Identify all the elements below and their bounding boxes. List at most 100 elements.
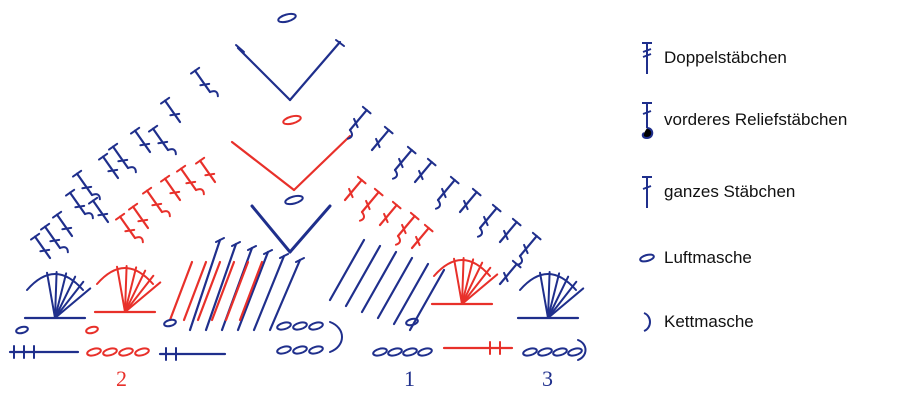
fan-blue-left-spoke-3 [54,275,77,319]
stitch-tick-49 [375,137,381,149]
stitch-tick-1 [199,82,211,87]
left-blue-stitch-4 [111,145,130,170]
v-red-right [292,134,352,192]
fan-blue-right-spoke-1 [547,271,551,319]
stitch-top-0 [189,66,201,75]
stitch-tick-59 [463,199,469,211]
stitch-top-32 [175,164,187,173]
stitch-tick-41 [137,218,149,223]
stitch-top-42 [114,212,126,221]
right-blue-stitch-2 [393,148,413,172]
left-long-top-2 [247,245,257,251]
left-red-long-0 [168,260,194,322]
chain-bottom-blue-right-3 [567,347,583,357]
stitch-tick-16 [81,185,93,190]
stitch-top-50 [406,145,417,155]
left-blue-stitch-9 [33,235,52,260]
stitch-top-48 [383,125,394,135]
stitch-top-53 [426,157,437,167]
right-blue-stitch-0 [348,108,368,132]
left-red-long-3 [210,260,236,322]
left-red-long-2 [196,260,222,322]
left-red-stitch-4 [131,205,150,230]
stitch-top-70 [356,175,367,185]
left-red-stitch-5 [118,215,137,240]
stitch-hook-44 [134,236,144,244]
stitch-tick-51 [398,157,404,169]
legend-label-doppelstaebchen: Doppelstäbchen [664,48,787,67]
stitch-top-68 [511,259,522,269]
chain-bottom-blue-mid-0 [372,347,388,357]
stitch-top-5 [147,124,159,133]
stitch-tick-54 [418,169,424,181]
stitch-hook-62 [476,227,483,238]
left-red-long-5 [238,260,264,322]
fan-red-right-spoke-1 [461,257,465,305]
fan-blue-left-spoke-0 [46,271,56,319]
fan-red-left-spoke-0 [116,265,126,313]
stitch-top-30 [194,156,206,165]
right-long-stitch-3 [376,256,414,320]
stitch-tick-4 [169,112,181,117]
stitch-top-20 [39,222,51,231]
chain-bottom-blue-mid-3 [417,347,433,357]
right-blue-stitch-6 [478,206,498,230]
stitch-top-35 [159,174,171,183]
chain-right-inner [405,317,419,327]
stitch-hook-17 [91,193,101,201]
fan-red-right-arc [433,259,491,277]
stitch-top-3 [159,96,171,105]
stitch-tick-66 [523,243,529,255]
left-red-long-1 [182,260,208,322]
crochet-chart [8,12,587,361]
right-red-stitch-0 [343,178,363,202]
stitch-tick-6 [157,140,169,145]
stitch-hook-7 [167,148,177,156]
chain-bottom-blue-mid-1 [387,347,403,357]
stitch-tick-26 [74,204,86,209]
v-blue-left [236,46,292,102]
stitch-top-28 [87,196,99,205]
stitch-tick-29 [97,212,109,217]
stitch-hook-27 [84,212,94,220]
stitch-tick-46 [353,117,359,129]
front-post-crochet-icon [641,102,654,140]
stitch-top-45 [361,105,372,115]
stitch-hook-74 [358,211,365,222]
v-blue-left-top [235,44,245,53]
stitch-tick-31 [204,172,216,177]
chain-top [277,12,297,24]
stitch-tick-81 [415,235,421,247]
right-blue-stitch-9 [498,262,518,286]
right-red-stitch-3 [396,214,416,238]
stitch-tick-11 [117,158,129,163]
left-long-top-4 [279,253,289,259]
v-blue-lower-left [250,204,292,254]
left-blue-stitch-8 [43,225,62,250]
stitch-tick-69 [503,271,509,283]
fan-blue-left-spoke-5 [54,287,92,319]
legend-item-ganzes-staebchen: ganzes Stäbchen [636,172,795,212]
v-blue-right [288,40,342,102]
stitch-hook-39 [161,210,171,218]
left-long-stitch-3 [236,250,270,332]
stitch-top-13 [97,152,109,161]
row-label-2: 2 [116,366,127,391]
chain-left-inner [163,318,177,328]
stitch-top-25 [64,188,76,197]
stitch-tick-36 [169,190,181,195]
fan-red-right-spoke-5 [461,273,499,305]
chain-bottom-blue-right-0 [522,347,538,357]
left-blue-stitch-10 [68,191,87,216]
stitch-top-10 [107,142,119,151]
slip-stitch-icon [643,312,651,332]
legend-label-reliefstaebchen: vorderes Reliefstäbchen [664,110,848,129]
stitch-tick-78 [401,223,407,235]
chain-red-mid [282,114,302,126]
fan-red-left-arc [96,267,154,285]
fan-blue-right-arc [519,273,577,291]
right-long-stitch-0 [328,238,366,302]
stitch-hook-79 [394,235,401,246]
stitch-tick-9 [139,142,151,147]
left-long-stitch-5 [268,258,302,332]
